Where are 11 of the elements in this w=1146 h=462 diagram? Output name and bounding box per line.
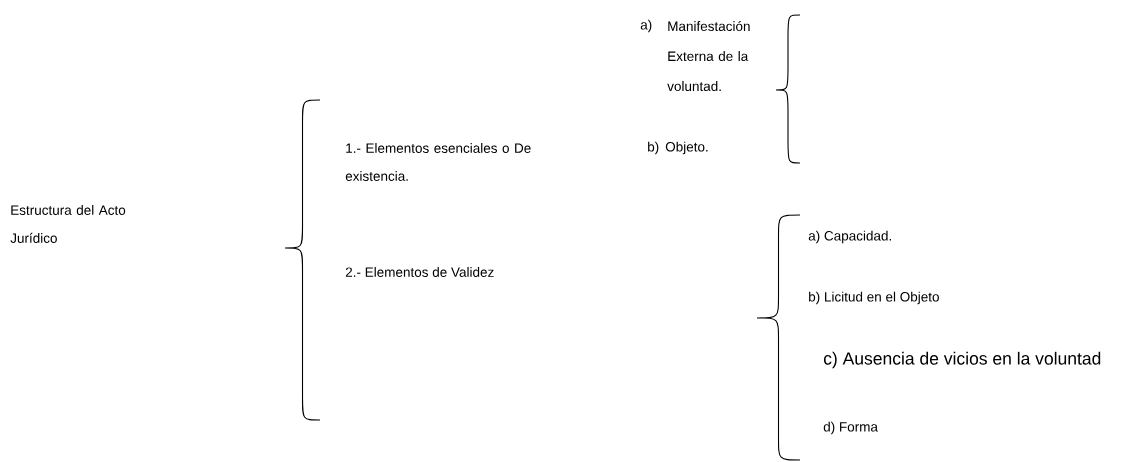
item-letter: a) xyxy=(640,19,652,33)
item-text: Objeto. xyxy=(665,141,708,155)
item-text: b) Licitud en el Objeto xyxy=(809,291,939,305)
heading-text: Estructura del Acto Jurídico xyxy=(10,205,126,243)
item-text: a) Capacidad. xyxy=(808,230,891,244)
item-letter: b) xyxy=(648,141,659,155)
item-text: Manifestación Externa de la voluntad. xyxy=(667,20,750,91)
category-text: 2.- Elementos de Validez xyxy=(345,267,494,277)
category-text: 1.- Elementos esenciales o De existencia. xyxy=(345,143,531,181)
item-text: c) Ausencia de vicios en la voluntad xyxy=(823,351,1101,369)
item-text: d) Forma xyxy=(823,421,878,435)
